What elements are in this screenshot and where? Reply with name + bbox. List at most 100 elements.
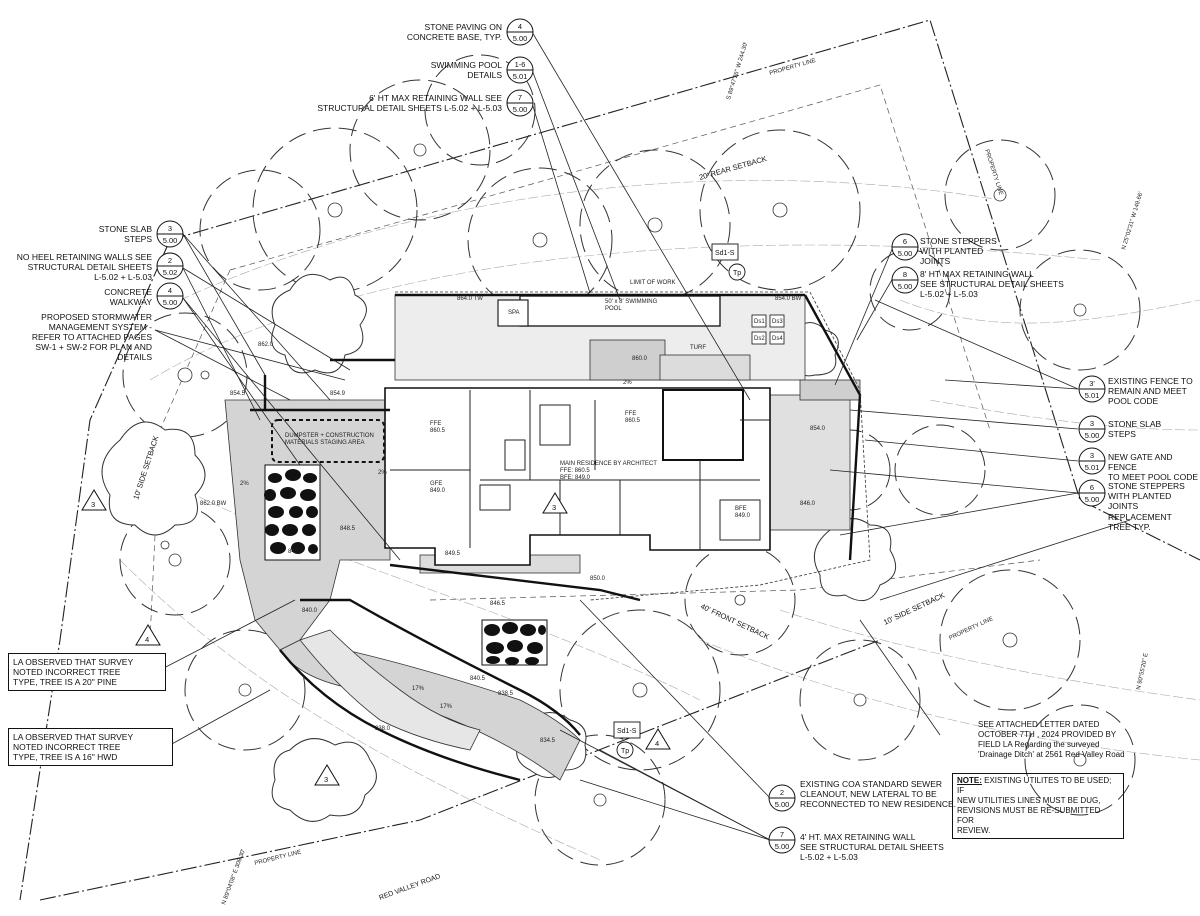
spot-elev: 854.9	[330, 391, 346, 397]
limit-of-work-line	[395, 291, 871, 601]
slope-4: 17%	[412, 686, 425, 692]
turf-label: TURF	[690, 345, 706, 351]
property-line-front-label: PROPERTY LINE	[948, 616, 994, 642]
note-sewer: EXISTING COA STANDARD SEWER CLEANOUT, NE…	[800, 779, 957, 809]
note-retaining-8ft: 8' HT MAX RETAINING WALL SEE STRUCTURAL …	[920, 269, 1064, 299]
bubble-sheet: 5.01	[513, 72, 528, 81]
spot-elev: 848.0	[288, 549, 304, 555]
bubble-sheet: 5.00	[898, 282, 913, 291]
property-line-right-label: PROPERTY LINE	[983, 149, 1003, 196]
note-stormwater: PROPOSED STORMWATER MANAGEMENT SYSTEM - …	[31, 312, 152, 362]
spot-elev: 864.0 TW	[457, 296, 483, 302]
note-la-pine: LA OBSERVED THAT SURVEY NOTED INCORRECT …	[8, 653, 166, 691]
note-no-heel-walls: NO HEEL RETAINING WALLS SEE STRUCTURAL D…	[16, 252, 152, 282]
bubble-sheet: 5.00	[775, 842, 790, 851]
spot-elev: 854.0 BW	[775, 296, 802, 302]
triangle-3-bottom: 3	[324, 775, 328, 784]
rear-setback-label: 20' REAR SETBACK	[698, 154, 768, 182]
note-existing-fence: EXISTING FENCE TO REMAIN AND MEET POOL C…	[1108, 376, 1193, 406]
interior-walls	[390, 390, 770, 550]
spot-elev: 862.0 BW	[200, 501, 227, 507]
bubble-num: 4	[168, 286, 172, 295]
slope-3: 2%	[378, 470, 387, 476]
bubble-sheet: 5.00	[163, 298, 178, 307]
bubble-sheet: 5.00	[163, 236, 178, 245]
spot-elev: 850.0	[590, 576, 606, 582]
bubble-num: 6	[1090, 483, 1094, 492]
slope-5: 17%	[440, 704, 453, 710]
ds3-label: Ds3	[772, 319, 783, 325]
spot-elev: 854.5	[230, 391, 246, 397]
spot-elev: 834.5	[540, 738, 556, 744]
bubble-sheet: 5.00	[775, 800, 790, 809]
triangle-3-house: 3	[552, 503, 556, 512]
bearing-right-lower: N 90°55'20" E	[1136, 653, 1150, 691]
note-retaining-4ft: 4' HT. MAX RETAINING WALL SEE STRUCTURAL…	[800, 832, 944, 862]
note-stone-slab-steps-right: STONE SLAB STEPS	[1108, 419, 1162, 439]
leader-lines	[154, 31, 1131, 841]
limit-of-work-label: LIMIT OF WORK	[630, 280, 676, 286]
bubble-num: 7	[780, 830, 784, 839]
utility-note-heading: NOTE:	[957, 776, 982, 785]
ds2-label: Ds2	[754, 336, 765, 342]
spot-elev: 838.5	[498, 691, 514, 697]
bubble-num: 6	[903, 237, 907, 246]
spot-elev: 848.5	[340, 526, 356, 532]
section-triangles	[81, 489, 671, 786]
bubble-sheet: 5.00	[1085, 431, 1100, 440]
utility-note-body: EXISTING UTILITES TO BE USED; IF NEW UTI…	[957, 776, 1112, 835]
note-retaining-6ft: 6' HT MAX RETAINING WALL SEE STRUCTURAL …	[317, 93, 502, 113]
note-replacement-tree: REPLACEMENT TREE TYP.	[1108, 512, 1172, 532]
bubble-num: 4	[518, 22, 522, 31]
triangle-3-left: 3	[91, 500, 95, 509]
spa-label: SPA	[508, 310, 520, 316]
bearing-right: N 25°02'31" W 149.66'	[1121, 191, 1144, 250]
spot-elev: 838.0	[375, 726, 391, 732]
sewer-markers	[613, 243, 746, 759]
ds1-label: Ds1	[754, 319, 765, 325]
utility-note-box: NOTE: EXISTING UTILITES TO BE USED; IF N…	[952, 773, 1124, 839]
drainage-labels: Ds1 Ds3 Ds2 Ds4	[754, 319, 783, 342]
bubble-sheet: 5.01	[1085, 391, 1100, 400]
bubble-sheet: 5.02	[163, 268, 178, 277]
tree-trunks	[160, 143, 1087, 807]
spot-elev: 846.0	[800, 501, 816, 507]
spot-elev: 860.0	[632, 356, 648, 362]
main-residence	[384, 387, 771, 566]
property-lines	[19, 19, 1200, 901]
bubble-num: 2	[780, 788, 784, 797]
note-letter: SEE ATTACHED LETTER DATED OCTOBER 7TH , …	[978, 720, 1125, 759]
note-stone-paving: STONE PAVING ON CONCRETE BASE, TYP.	[406, 22, 502, 42]
bubble-num: 1-6	[515, 60, 526, 69]
bubble-num: 8	[903, 270, 907, 279]
sd1-label-bottom: Sd1-S	[617, 728, 637, 735]
bubble-num: 3	[1090, 419, 1094, 428]
cobble-walls	[264, 464, 548, 666]
property-line-top-label: PROPERTY LINE	[769, 58, 817, 77]
front-setback-label: 40' FRONT SETBACK	[699, 602, 770, 642]
note-stone-steppers-top: STONE STEPPERS WITH PLANTED JOINTS	[920, 236, 997, 266]
note-la-hwd: LA OBSERVED THAT SURVEY NOTED INCORRECT …	[8, 728, 173, 766]
bubble-sheet: 5.01	[1085, 463, 1100, 472]
property-line-bottom-label: PROPERTY LINE	[254, 850, 302, 867]
note-swimming-pool: SWIMMING POOL DETAILS	[430, 60, 502, 80]
ds4-label: Ds4	[772, 336, 783, 342]
spot-elev: 846.5	[490, 601, 506, 607]
spot-elev: 849.5	[445, 551, 461, 557]
sd1-label-top: Sd1-S	[715, 250, 735, 257]
bubble-sheet: 5.00	[898, 249, 913, 258]
note-concrete-walkway: CONCRETE WALKWAY	[104, 287, 152, 307]
spot-elevations: 864.0 TW 854.0 BW 860.0 862.0 848.5 848.…	[200, 296, 826, 744]
tp-label-top: Tp	[733, 270, 741, 277]
spot-elev: 840.0	[302, 608, 318, 614]
bearing-bottom: N 89°04'08" E 308.30'	[221, 849, 247, 906]
spot-elev: 862.0	[258, 342, 274, 348]
bubble-sheet: 5.00	[1085, 495, 1100, 504]
